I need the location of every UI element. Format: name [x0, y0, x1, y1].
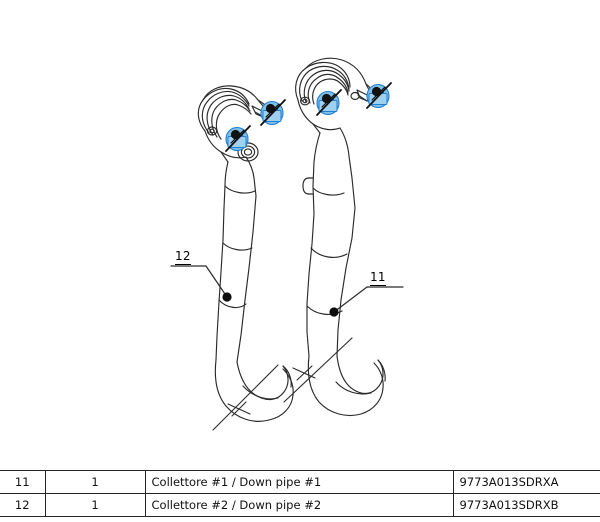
down-pipe-2-outlet-lower	[214, 359, 294, 422]
technical-drawing: 12 11	[170, 57, 404, 431]
callout-label-11: 11	[370, 270, 386, 286]
table-row: 11 1 Collettore #1 / Down pipe #1 9773A0…	[0, 470, 600, 494]
fastener-marker-left-lower	[225, 125, 251, 152]
down-pipe-1-bracket-tab	[302, 177, 314, 195]
part-quantity: 1	[45, 470, 146, 494]
down-pipe-1-outer-edge	[336, 127, 356, 357]
callout-dot-11	[329, 307, 339, 317]
callout-leader-11	[333, 286, 404, 313]
down-pipe-1-outlet-outer	[336, 355, 384, 395]
down-pipe-2-flange	[197, 85, 271, 163]
fastener-marker-left-upper	[260, 99, 286, 126]
pipe-seam	[310, 247, 348, 258]
callout-dot-12	[222, 292, 232, 302]
callout-leader-12	[170, 265, 228, 298]
pipe-seam	[312, 187, 345, 196]
down-pipe-1-inner-edge	[306, 132, 321, 357]
part-description: Collettore #1 / Down pipe #1	[145, 470, 454, 494]
pipe-seam	[224, 185, 256, 194]
part-number: 9773A013SDRXB	[453, 493, 600, 517]
fastener-marker-right-upper	[366, 82, 392, 109]
down-pipe-assembly-illustration	[170, 57, 404, 431]
part-description: Collettore #2 / Down pipe #2	[145, 493, 454, 517]
down-pipe-2-inner-edge	[215, 161, 229, 361]
cut-marker-left	[212, 364, 279, 431]
down-pipe-1-body	[283, 57, 386, 417]
part-index: 11	[0, 470, 46, 494]
table-row: 12 1 Collettore #2 / Down pipe #2 9773A0…	[0, 493, 600, 517]
callout-label-12: 12	[175, 249, 191, 265]
down-pipe-2-outer-edge	[236, 156, 257, 363]
fastener-marker-right-lower	[316, 89, 342, 116]
parts-table-container: 11 1 Collettore #1 / Down pipe #1 9773A0…	[0, 470, 600, 522]
part-number: 9773A013SDRXA	[453, 470, 600, 494]
pipe-seam	[218, 299, 247, 309]
down-pipe-2-body	[197, 85, 294, 431]
down-pipe-1-outlet-lower	[307, 355, 384, 417]
pipe-seam	[306, 305, 343, 316]
cut-marker-right	[283, 337, 353, 403]
part-quantity: 1	[45, 493, 146, 517]
part-index: 12	[0, 493, 46, 517]
down-pipe-1-flange	[295, 57, 376, 134]
parts-table: 11 1 Collettore #1 / Down pipe #1 9773A0…	[0, 470, 600, 517]
pipe-seam	[222, 242, 253, 251]
